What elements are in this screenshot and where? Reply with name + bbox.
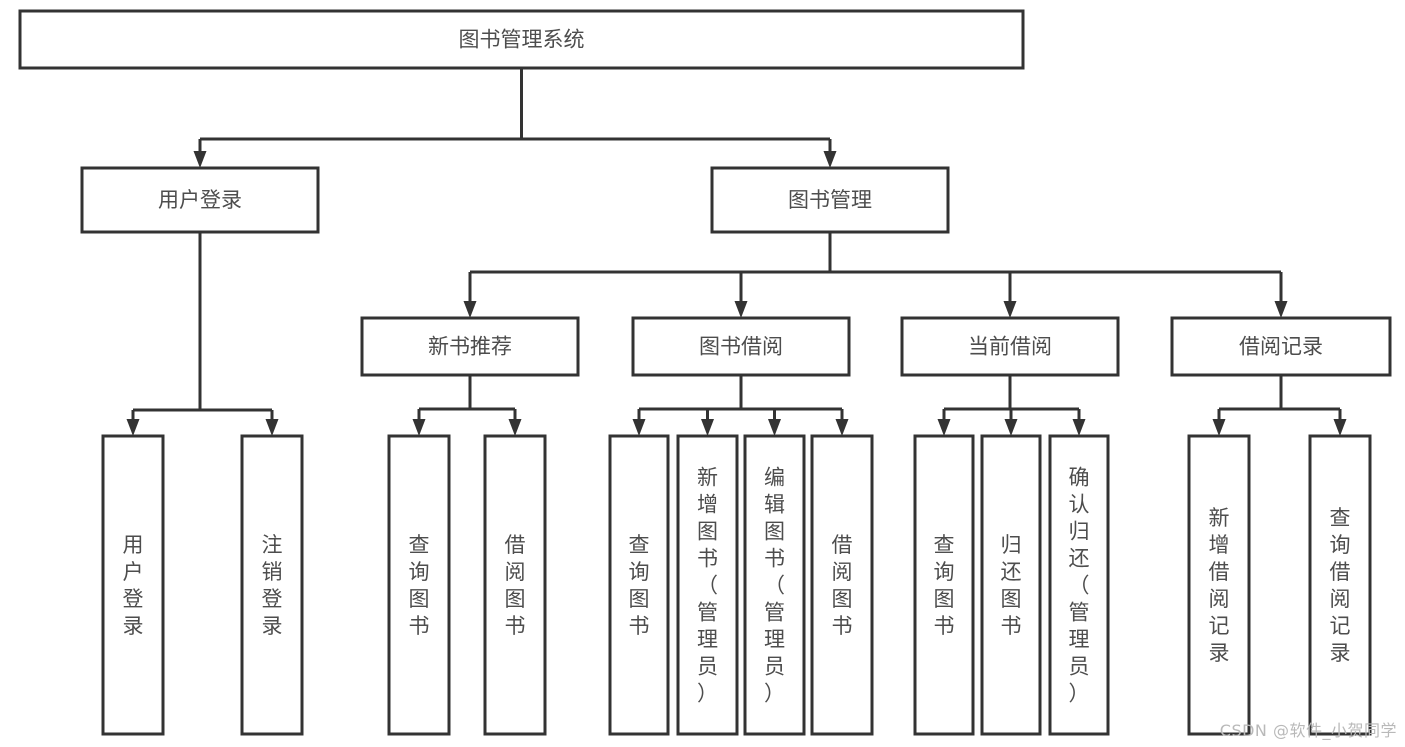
node-current-borrow[interactable]: 当前借阅 [902,318,1118,375]
node-leaf-confirm-return[interactable]: 确认归还（管理员） [1050,436,1108,734]
node-label-borrow-record: 借阅记录 [1239,335,1323,359]
node-book-borrow[interactable]: 图书借阅 [633,318,849,375]
node-box-leaf-query-book-1[interactable] [389,436,449,734]
node-book-manage[interactable]: 图书管理 [712,168,948,232]
node-leaf-add-book[interactable]: 新增图书（管理员） [678,436,737,734]
node-box-leaf-user-login[interactable] [103,436,163,734]
node-leaf-return-book[interactable]: 归还图书 [982,436,1040,734]
node-box-leaf-borrow-book-2[interactable] [812,436,872,734]
node-leaf-add-record[interactable]: 新增借阅记录 [1189,436,1249,734]
node-label-leaf-edit-book: 编辑图书（管理员） [764,466,785,706]
edge-group-book-manage [464,232,1288,318]
edges-layer [127,68,1347,436]
node-box-leaf-return-book[interactable] [982,436,1040,734]
node-box-leaf-query-record[interactable] [1310,436,1370,734]
node-leaf-borrow-book-2[interactable]: 借阅图书 [812,436,872,734]
node-leaf-query-book-3[interactable]: 查询图书 [915,436,973,734]
node-label-new-book-rec: 新书推荐 [428,335,512,359]
node-box-leaf-logout[interactable] [242,436,302,734]
edge-group-current-borrow [938,375,1086,436]
node-box-leaf-query-book-3[interactable] [915,436,973,734]
edge-group-book-borrow [633,375,849,436]
nodes-layer: 图书管理系统用户登录图书管理新书推荐图书借阅当前借阅借阅记录用户登录注销登录查询… [20,11,1390,734]
node-leaf-query-book-1[interactable]: 查询图书 [389,436,449,734]
edge-group-user-login [127,232,279,436]
node-leaf-logout[interactable]: 注销登录 [242,436,302,734]
edge-group-root [194,68,837,168]
node-box-leaf-borrow-book-1[interactable] [485,436,545,734]
node-label-leaf-confirm-return: 确认归还（管理员） [1069,466,1090,706]
node-label-current-borrow: 当前借阅 [968,335,1052,359]
node-new-book-rec[interactable]: 新书推荐 [362,318,578,375]
edge-group-new-book-rec [413,375,522,436]
node-box-leaf-add-record[interactable] [1189,436,1249,734]
node-leaf-borrow-book-1[interactable]: 借阅图书 [485,436,545,734]
node-leaf-query-book-2[interactable]: 查询图书 [610,436,668,734]
node-label-root: 图书管理系统 [459,28,585,52]
node-leaf-user-login[interactable]: 用户登录 [103,436,163,734]
node-label-book-manage: 图书管理 [788,188,872,212]
node-label-book-borrow: 图书借阅 [699,335,783,359]
node-borrow-record[interactable]: 借阅记录 [1172,318,1390,375]
node-label-user-login: 用户登录 [158,188,242,212]
node-root[interactable]: 图书管理系统 [20,11,1023,68]
node-box-leaf-query-book-2[interactable] [610,436,668,734]
node-leaf-query-record[interactable]: 查询借阅记录 [1310,436,1370,734]
node-leaf-edit-book[interactable]: 编辑图书（管理员） [745,436,804,734]
node-user-login[interactable]: 用户登录 [82,168,318,232]
edge-group-borrow-record [1213,375,1347,436]
node-label-leaf-add-book: 新增图书（管理员） [697,466,718,706]
